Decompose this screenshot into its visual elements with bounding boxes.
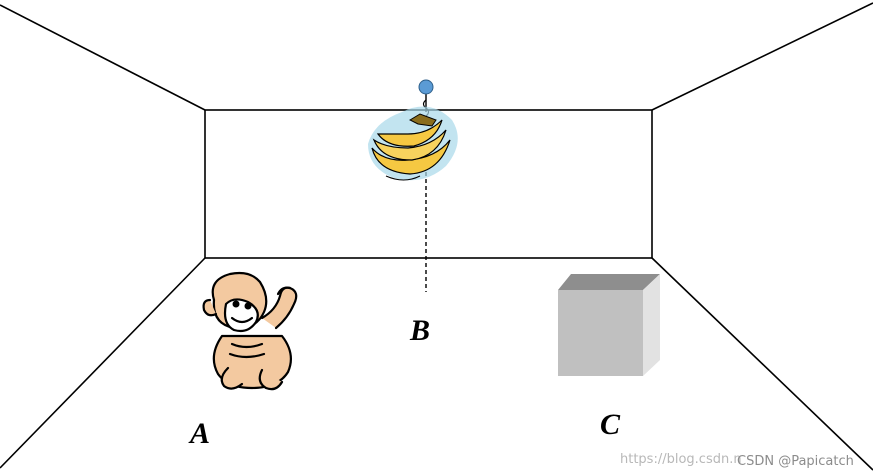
banana-bunch-icon: [368, 106, 458, 181]
watermark-brand: CSDN @Papicatch: [737, 454, 854, 469]
label-monkey: A: [188, 417, 210, 450]
label-banana: B: [409, 314, 430, 347]
ceiling-edge-right: [651, 2, 873, 111]
floor-edge-left: [0, 257, 206, 469]
floor-edge-right: [651, 257, 873, 471]
monkey-icon: [202, 271, 298, 391]
ceiling-edge-left: [0, 4, 206, 111]
label-box: C: [600, 408, 621, 441]
watermark-url: https://blog.csdn.n: [620, 452, 742, 467]
box-icon: [558, 274, 660, 376]
